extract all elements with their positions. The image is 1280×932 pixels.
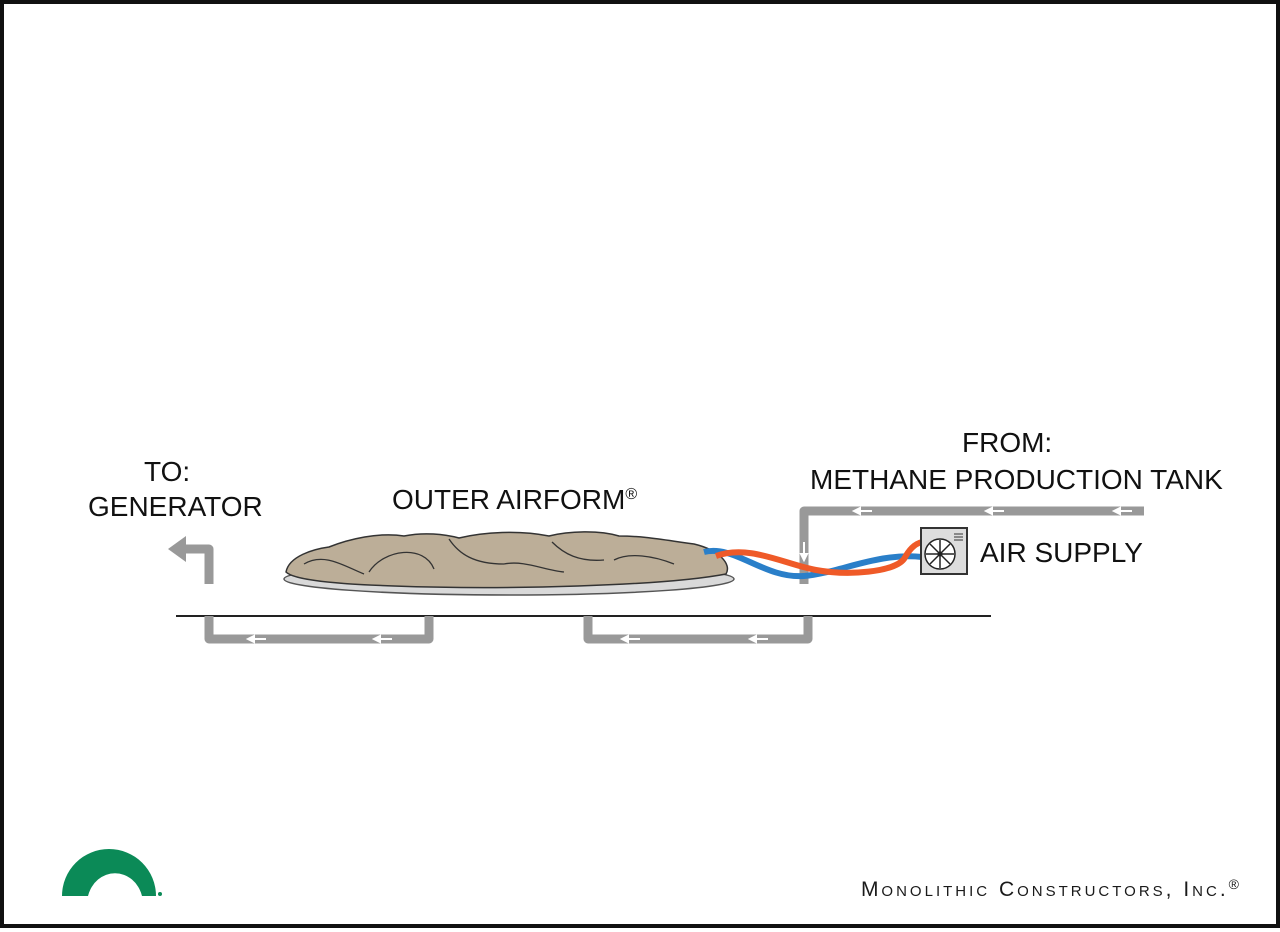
airform-label: OUTER AIRFORM® xyxy=(392,484,637,515)
arrow-left-icon xyxy=(1111,506,1132,516)
methane-tank-label: METHANE PRODUCTION TANK xyxy=(810,464,1223,495)
methane-system-diagram: TO: GENERATOR OUTER AIRFORM® FROM: METHA… xyxy=(62,427,1242,901)
flow-arrows-underground xyxy=(245,634,768,644)
air-supply-unit xyxy=(920,527,968,575)
arrow-left-icon xyxy=(371,634,392,644)
arrow-left-icon xyxy=(747,634,768,644)
monolithic-dome-logo xyxy=(62,849,162,896)
arrow-down-icon xyxy=(799,542,809,563)
vent-slats xyxy=(954,533,963,541)
outlet-arrow-head xyxy=(168,536,186,562)
arrow-left-icon xyxy=(245,634,266,644)
air-supply-label: AIR SUPPLY xyxy=(980,537,1143,568)
underground-pipe-right xyxy=(583,616,813,644)
flow-arrows-inlet xyxy=(799,506,1132,563)
generator-label: GENERATOR xyxy=(88,491,263,522)
company-name: Monolithic Constructors, Inc.® xyxy=(861,876,1242,901)
airform-folds xyxy=(303,538,675,575)
arrow-left-icon xyxy=(983,506,1004,516)
arrow-left-icon xyxy=(851,506,872,516)
from-label: FROM: xyxy=(962,427,1052,458)
fan-icon xyxy=(924,538,956,570)
registered-mark: ® xyxy=(625,486,637,503)
arrow-left-icon xyxy=(619,634,640,644)
hot-air-hose xyxy=(714,539,923,576)
outlet-pipe xyxy=(184,544,214,584)
company-registered-mark: ® xyxy=(1229,876,1242,892)
underground-pipe-left xyxy=(204,616,434,644)
to-label: TO: xyxy=(144,456,190,487)
outer-airform xyxy=(285,531,729,589)
